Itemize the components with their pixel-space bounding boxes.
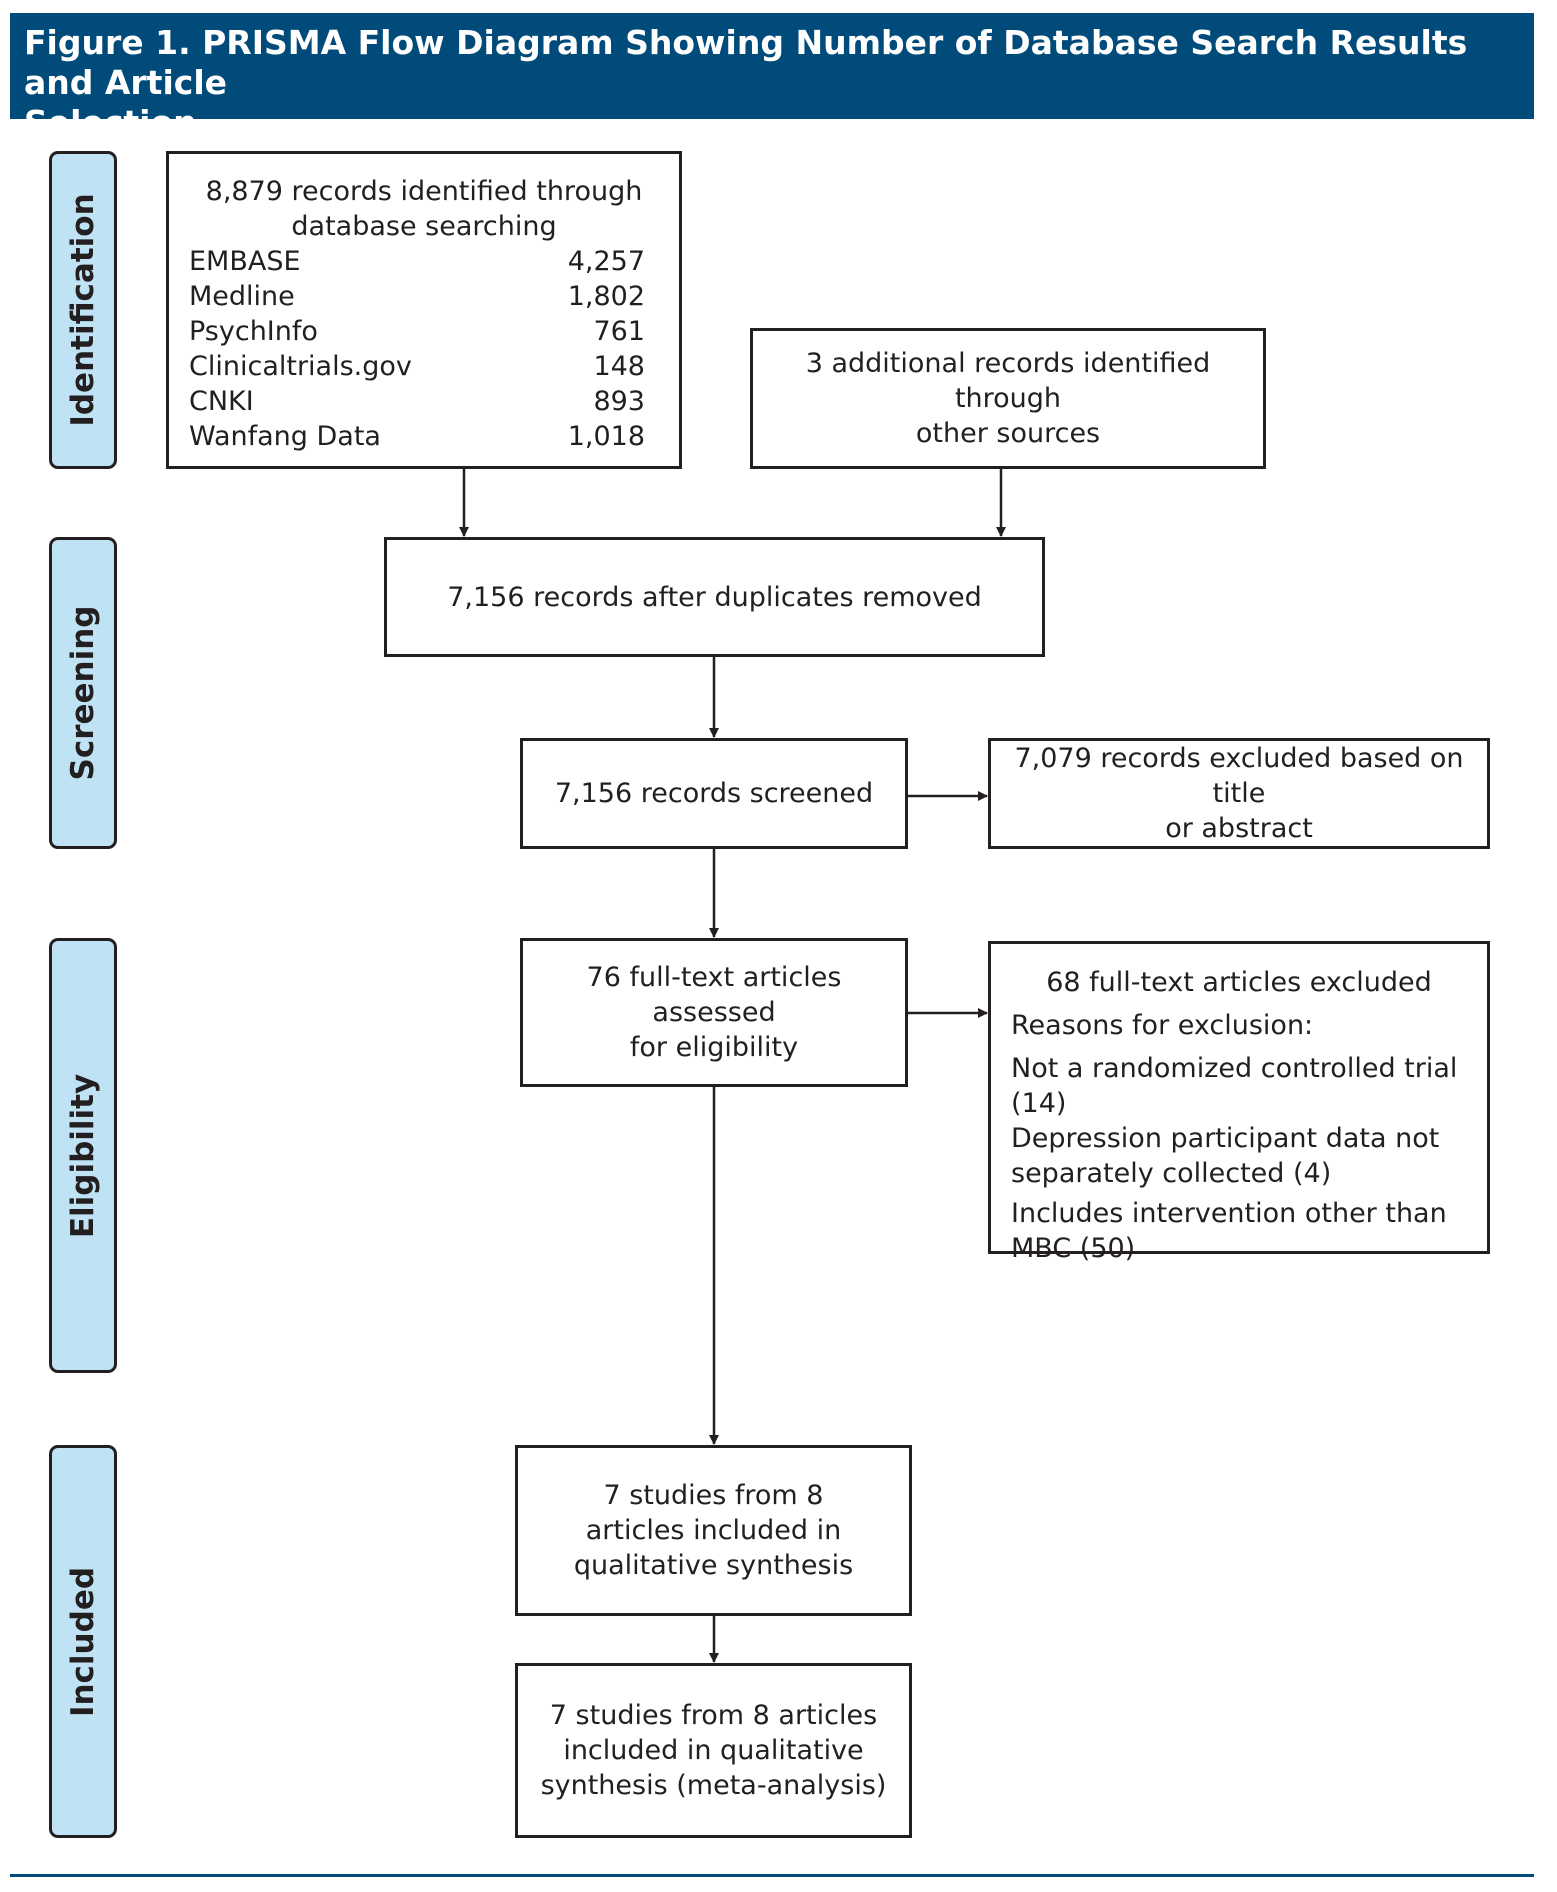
database-row: Wanfang Data 1,018 [189, 419, 645, 454]
database-table: EMBASE 4,257 Medline 1,802 PsychInfo 761… [169, 244, 679, 454]
footer-rule [10, 1874, 1534, 1877]
database-name: CNKI [189, 386, 254, 417]
records-excluded-line-2: or abstract [1165, 813, 1313, 844]
fulltext-excluded-box: 68 full-text articles excluded Reasons f… [988, 941, 1490, 1264]
database-name: Wanfang Data [189, 421, 381, 452]
exclusion-reasons-label: Reasons for exclusion: [1011, 1010, 1314, 1041]
exclusion-reason: Includes intervention other than [1011, 1198, 1447, 1229]
stage-eligibility: Eligibility [49, 938, 117, 1373]
meta-analysis-line-3: synthesis (meta-analysis) [540, 1770, 887, 1801]
fulltext-excluded-header: 68 full-text articles excluded [1046, 967, 1432, 998]
stage-identification: Identification [49, 151, 117, 469]
qualitative-synthesis-line-1: 7 studies from 8 [603, 1480, 824, 1511]
database-row: EMBASE 4,257 [189, 244, 645, 279]
database-count: 1,802 [567, 281, 645, 312]
database-row: CNKI 893 [189, 384, 645, 419]
records-identified-line-2: database searching [291, 211, 557, 242]
qualitative-synthesis-line-2: articles included in [585, 1515, 842, 1546]
database-count: 893 [593, 386, 645, 417]
database-count: 4,257 [567, 246, 645, 277]
exclusion-reason: Not a randomized controlled trial (14) [1011, 1053, 1458, 1119]
records-identified-box: 8,879 records identified through databas… [166, 151, 682, 469]
stage-included: Included [49, 1445, 117, 1838]
records-screened-text: 7,156 records screened [554, 778, 874, 809]
database-count: 1,018 [567, 421, 645, 452]
fulltext-assessed-line-2: for eligibility [629, 1032, 799, 1063]
figure-title-line-1: Figure 1. PRISMA Flow Diagram Showing Nu… [24, 23, 1468, 102]
exclusion-reason-cont: MBC (50) [1011, 1233, 1136, 1264]
meta-analysis-box: 7 studies from 8 articles included in qu… [515, 1663, 912, 1838]
database-name: EMBASE [189, 246, 301, 277]
fulltext-assessed-box: 76 full-text articles assessed for eligi… [520, 938, 908, 1087]
stage-screening: Screening [49, 537, 117, 849]
additional-records-line-2: other sources [915, 418, 1101, 449]
database-count: 761 [593, 316, 645, 347]
exclusion-reason-cont: separately collected (4) [1011, 1158, 1332, 1189]
meta-analysis-line-1: 7 studies from 8 articles [549, 1700, 878, 1731]
duplicates-removed-text: 7,156 records after duplicates removed [447, 581, 982, 613]
exclusion-reason: Depression participant data not [1011, 1123, 1440, 1154]
records-identified-line-1: 8,879 records identified through [205, 176, 643, 207]
qualitative-synthesis-line-3: qualitative synthesis [573, 1550, 854, 1581]
duplicates-removed-box: 7,156 records after duplicates removed [384, 537, 1045, 657]
qualitative-synthesis-box: 7 studies from 8 articles included in qu… [515, 1445, 912, 1616]
meta-analysis-line-2: included in qualitative [563, 1735, 864, 1766]
database-name: Clinicaltrials.gov [189, 351, 412, 382]
records-excluded-box: 7,079 records excluded based on title or… [988, 738, 1490, 849]
additional-records-box: 3 additional records identified through … [750, 328, 1266, 469]
fulltext-assessed-line-1: 76 full-text articles assessed [586, 962, 842, 1028]
database-count: 148 [593, 351, 645, 382]
records-excluded-line-1: 7,079 records excluded based on title [1014, 743, 1464, 809]
figure-title: Figure 1. PRISMA Flow Diagram Showing Nu… [10, 13, 1534, 142]
database-name: Medline [189, 281, 295, 312]
figure-title-line-2: Selection [24, 103, 197, 142]
database-row: PsychInfo 761 [189, 314, 645, 349]
records-screened-box: 7,156 records screened [520, 738, 908, 849]
additional-records-line-1: 3 additional records identified through [805, 348, 1211, 414]
database-row: Clinicaltrials.gov 148 [189, 349, 645, 384]
database-row: Medline 1,802 [189, 279, 645, 314]
database-name: PsychInfo [189, 316, 318, 347]
